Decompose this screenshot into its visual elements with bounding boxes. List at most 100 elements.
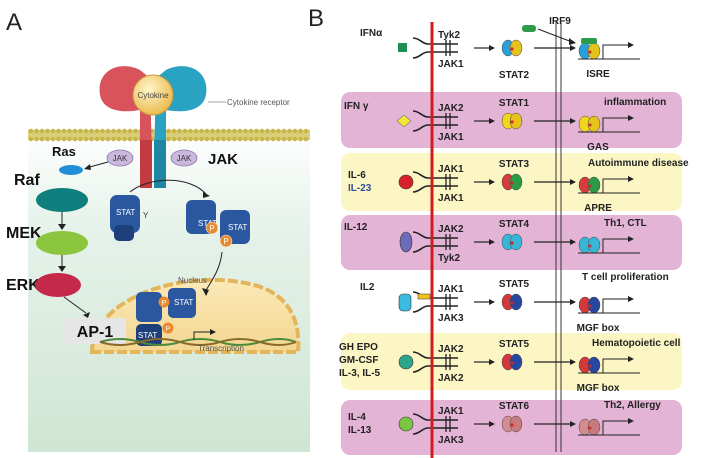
outcome-label: Hematopoietic cell — [592, 338, 681, 349]
membrane-bead — [226, 128, 232, 134]
membrane-bead — [50, 128, 56, 134]
jak-top-label: JAK1 — [438, 406, 464, 417]
mek-shape — [36, 231, 88, 255]
arrow-head — [628, 296, 634, 302]
membrane-bead — [28, 128, 34, 134]
jak-bottom-label: JAK1 — [438, 193, 464, 204]
jak-right: JAK — [170, 149, 198, 167]
arrow-head — [489, 359, 495, 365]
jak-bottom-label: JAK3 — [438, 435, 464, 446]
il2-chain-marker — [417, 293, 431, 300]
arrow-head — [569, 38, 576, 45]
membrane-bead — [248, 136, 254, 142]
membrane-bead — [270, 128, 276, 134]
membrane-bead — [78, 136, 83, 142]
membrane-bead — [292, 128, 298, 134]
membrane-bead — [276, 128, 281, 134]
outcome-label: Th2, Allergy — [604, 400, 661, 411]
transcription-arrow — [193, 331, 212, 340]
membrane-bead — [199, 136, 204, 142]
membrane-bead — [182, 128, 188, 134]
arrow-head — [570, 421, 576, 427]
membrane-bead — [204, 128, 210, 134]
transcription-arrow — [602, 178, 630, 193]
membrane-bead — [83, 128, 89, 134]
membrane-bead — [34, 136, 39, 142]
outcome-label: T cell proliferation — [582, 272, 669, 283]
transcription-arrow — [602, 117, 630, 132]
membrane-bead — [281, 136, 287, 142]
arrow-head — [570, 359, 576, 365]
jak-bottom-label: JAK1 — [438, 59, 464, 70]
ligand-shape — [396, 114, 412, 128]
membrane-bead — [221, 136, 226, 142]
membrane-bead — [94, 136, 100, 142]
ligand-label: IL-6 — [348, 170, 366, 181]
outcome-label: Th1, CTL — [604, 218, 647, 229]
membrane-bead — [127, 136, 133, 142]
membrane-bead — [105, 128, 111, 134]
membrane-bead — [243, 128, 248, 134]
membrane-bead — [50, 136, 56, 142]
arrow-head — [489, 45, 495, 51]
stat-inactive: STAT Y — [110, 195, 149, 241]
receptor-chain — [412, 37, 458, 45]
arrow-head — [570, 239, 576, 245]
raf-shape — [36, 188, 88, 212]
membrane-bead — [177, 136, 182, 142]
ligand-label: IFN γ — [344, 101, 369, 112]
membrane-bead — [303, 136, 309, 142]
stat-label: STAT3 — [499, 159, 530, 170]
cell-membrane — [28, 128, 310, 142]
stat-dimer-right — [509, 39, 523, 57]
svg-text:STAT: STAT — [228, 223, 247, 232]
ligand-shape — [399, 231, 413, 253]
stat-label: STAT2 — [499, 70, 530, 81]
ligand-label: GH EPO — [339, 342, 378, 353]
jak-bottom-label: JAK1 — [438, 132, 464, 143]
receptor-chain — [412, 231, 458, 239]
arrow-head — [628, 236, 634, 242]
outcome-label: APRE — [584, 203, 612, 214]
arrow-head — [489, 299, 495, 305]
membrane-bead — [281, 128, 287, 134]
mek-label: MEK — [6, 225, 42, 242]
jak-bottom-label: JAK3 — [438, 313, 464, 324]
membrane-bead — [171, 136, 177, 142]
membrane-bead — [72, 136, 78, 142]
membrane-bead — [72, 128, 78, 134]
ligand-label: IL-4 — [348, 412, 366, 423]
activation-arrow — [129, 179, 207, 195]
membrane-bead — [259, 128, 265, 134]
membrane-bead — [89, 136, 94, 142]
membrane-bead — [45, 128, 50, 134]
membrane-bead — [204, 136, 210, 142]
stat-label: STAT5 — [499, 339, 530, 350]
svg-text:P: P — [223, 237, 228, 246]
svg-text:STAT: STAT — [138, 331, 157, 340]
phospho-dot — [510, 47, 514, 51]
membrane-bead — [292, 136, 298, 142]
stat-nuclear-dimer: STAT STAT P P — [136, 288, 196, 346]
membrane-bead — [45, 136, 50, 142]
svg-text:STAT: STAT — [174, 298, 193, 307]
arrow-head — [628, 176, 634, 182]
ligand-label: IL-12 — [344, 222, 368, 233]
receptor-chain — [412, 51, 458, 59]
jak-top-label: JAK2 — [438, 224, 464, 235]
membrane-bead — [221, 128, 226, 134]
transcription-arrow — [602, 298, 630, 313]
ligand-shape — [398, 174, 414, 190]
panel-a-label: A — [6, 9, 22, 36]
membrane-bead — [259, 136, 265, 142]
membrane-bead — [39, 128, 45, 134]
membrane-bead — [193, 136, 199, 142]
membrane-bead — [265, 136, 270, 142]
ligand-shape — [398, 354, 414, 370]
irf9-shape — [522, 25, 536, 32]
membrane-bead — [67, 128, 72, 134]
stat-label: STAT1 — [499, 98, 530, 109]
dna-helix — [99, 338, 297, 346]
